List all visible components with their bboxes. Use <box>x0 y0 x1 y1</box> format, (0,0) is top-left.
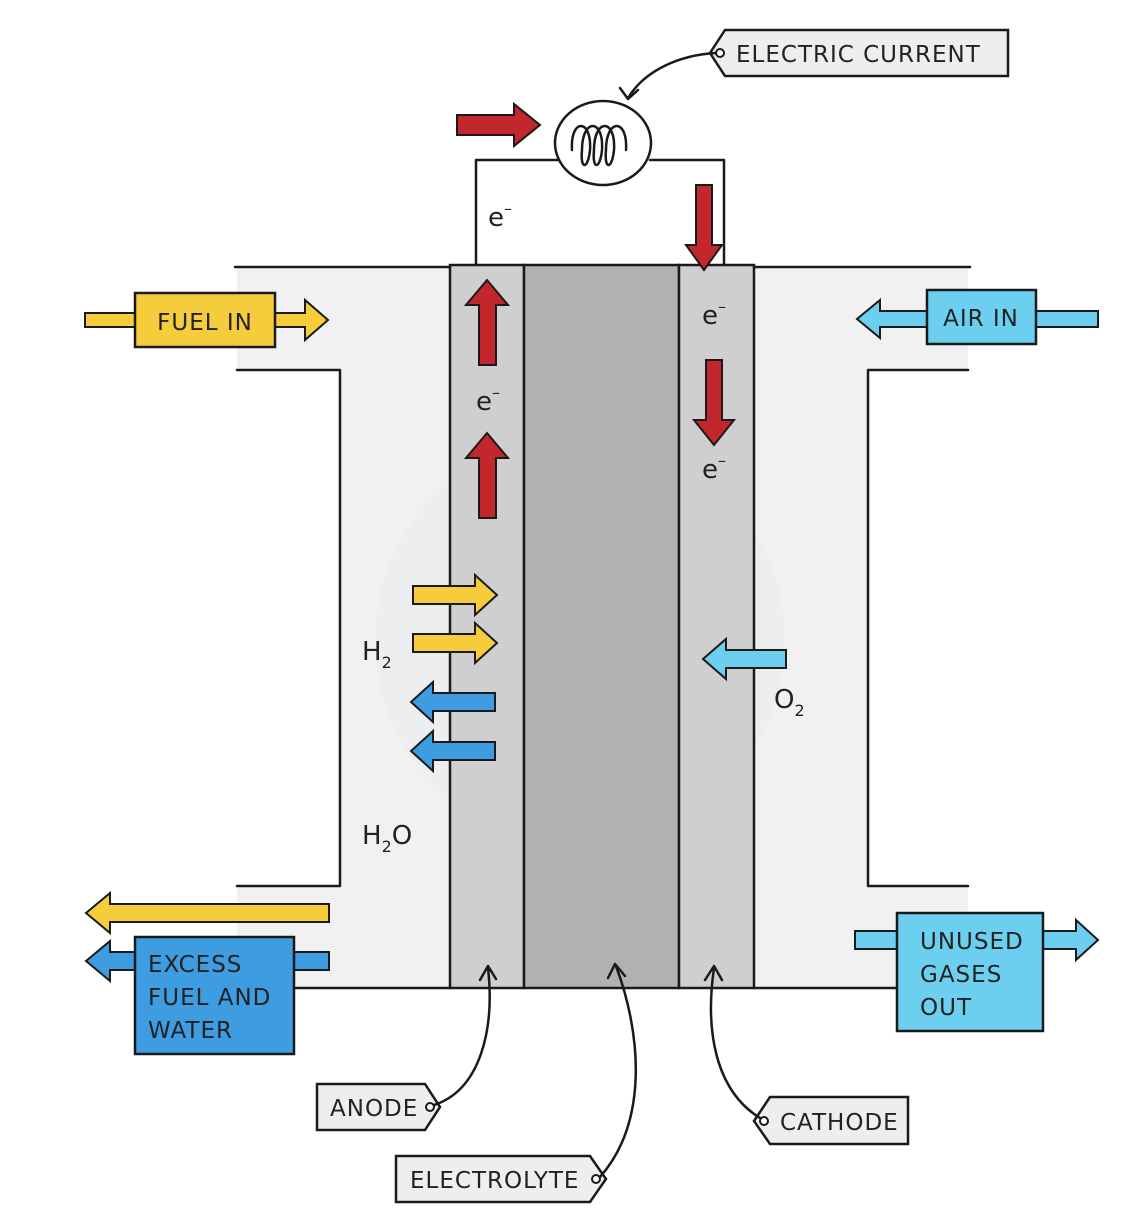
anode-layer <box>448 263 526 990</box>
h2-label: H2 <box>362 637 392 672</box>
red-arrow-down-wire <box>684 184 724 272</box>
red-arrow-up-anode-2 <box>463 431 511 519</box>
air-in-box <box>925 288 1038 346</box>
h2-arrow-2 <box>412 620 499 666</box>
o2-label: O2 <box>774 685 805 720</box>
light-bulb-icon <box>553 99 653 187</box>
red-arrow-top-right <box>456 101 542 149</box>
anode-tag: ANODE <box>315 1082 442 1132</box>
electrolyte-label: ELECTROLYTE <box>410 1168 579 1194</box>
electrolyte-leader <box>598 962 637 1179</box>
electric-current-tag: ELECTRIC CURRENT <box>708 28 1010 78</box>
electron-symbol-cathode-1: e– <box>702 297 726 331</box>
external-circuit-wire <box>474 158 726 267</box>
red-arrow-down-cathode <box>691 359 737 447</box>
electric-current-leader <box>618 51 718 101</box>
red-arrow-up-anode-1 <box>463 278 511 366</box>
electric-current-label: ELECTRIC CURRENT <box>736 42 981 68</box>
electron-arrows <box>456 101 737 519</box>
cathode-label: CATHODE <box>780 1110 899 1136</box>
water-arrow-2 <box>409 728 496 774</box>
excess-label-line3: WATER <box>148 1018 233 1044</box>
excess-label-line1: EXCESS <box>148 952 242 978</box>
excess-label-line2: FUEL AND <box>148 985 271 1011</box>
h2o-label: H2O <box>362 821 412 856</box>
unused-label-line2: GASES <box>920 962 1002 988</box>
fuel-in-box <box>133 291 277 349</box>
cathode-tag: CATHODE <box>752 1095 910 1146</box>
electron-symbol-anode: e– <box>476 383 500 417</box>
water-arrow-1 <box>409 679 496 725</box>
electron-symbol-cathode-2: e– <box>702 451 726 485</box>
air-chamber-right <box>754 268 968 988</box>
unused-label-line1: UNUSED <box>920 929 1024 955</box>
electron-symbol-wire: e– <box>488 199 512 233</box>
electrolyte-layer <box>522 263 681 990</box>
unused-gases-box <box>895 911 1045 1033</box>
anode-leader <box>432 964 498 1107</box>
fuel-in-label: FUEL IN <box>157 310 253 336</box>
cathode-leader <box>703 964 762 1120</box>
unused-label-line3: OUT <box>920 995 972 1021</box>
anode-label: ANODE <box>330 1096 418 1122</box>
fuel-chamber-left <box>237 268 450 988</box>
h2-arrow-1 <box>412 572 499 618</box>
electrolyte-tag: ELECTROLYTE <box>394 1154 608 1204</box>
o2-arrow <box>701 636 787 682</box>
air-in-label: AIR IN <box>943 306 1019 332</box>
excess-fuel-water-box <box>133 935 296 1056</box>
excess-fuel-arrow <box>84 890 330 936</box>
